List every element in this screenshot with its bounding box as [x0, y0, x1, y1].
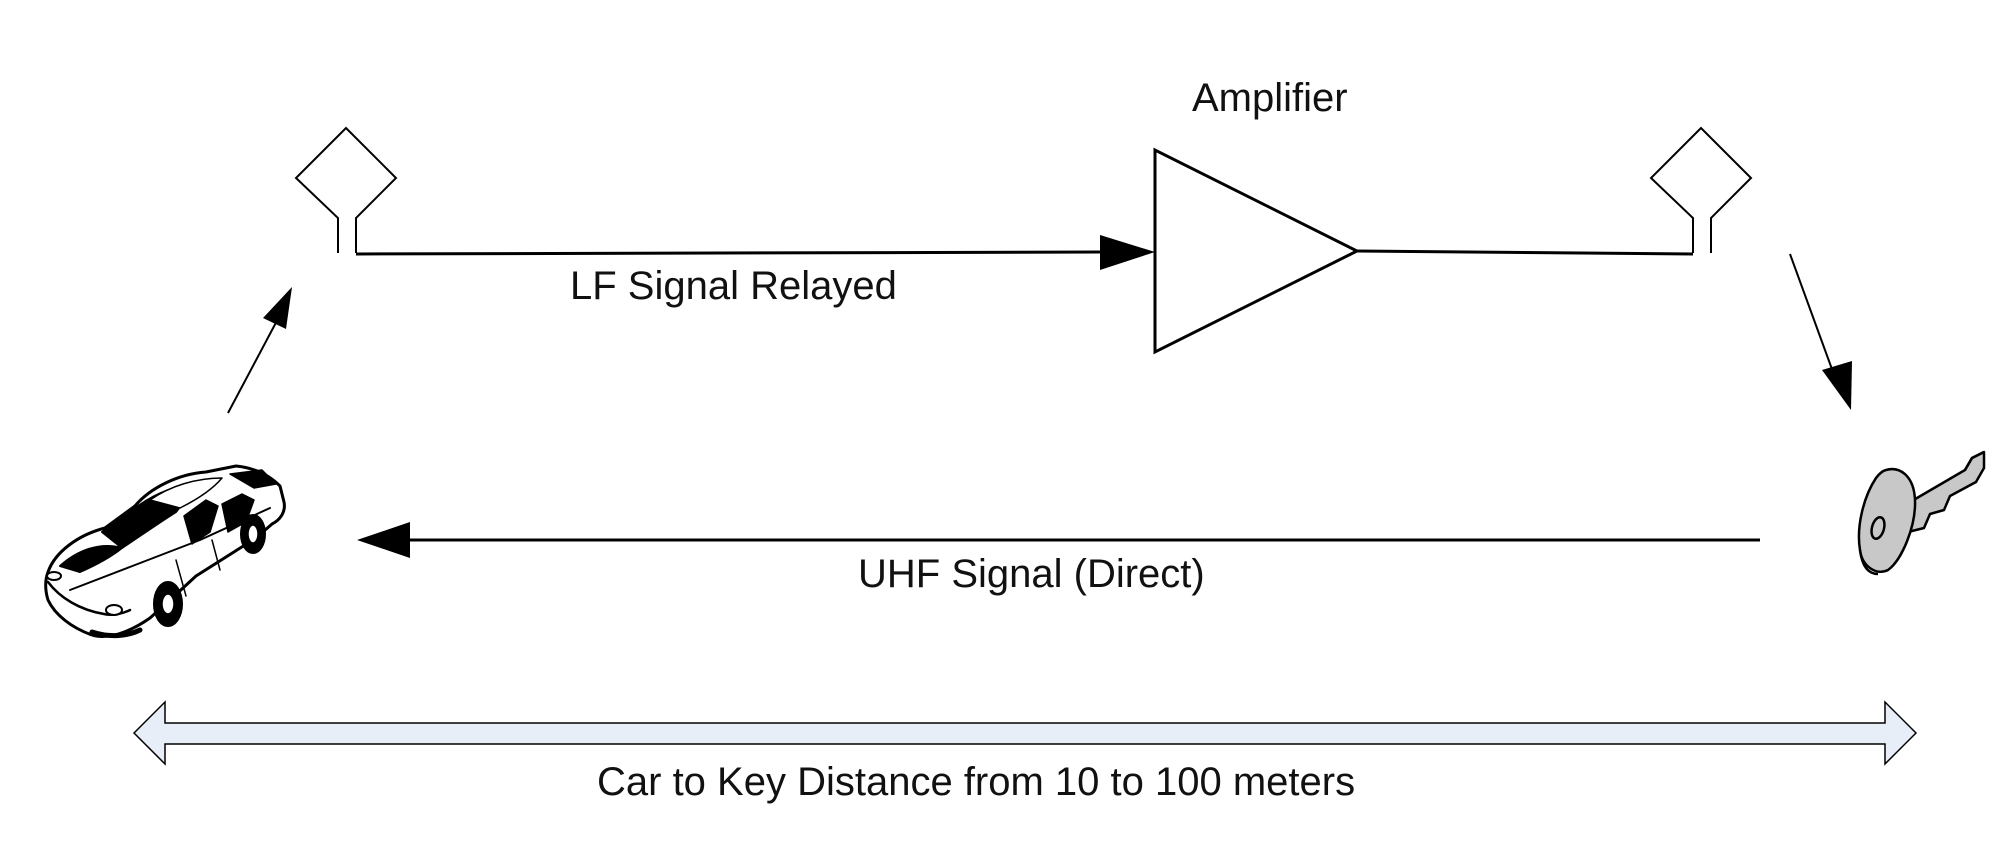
car-to-antenna-arrow: [227, 287, 292, 414]
lf-arrowhead: [1100, 235, 1155, 270]
distance-double-arrow: [132, 700, 1918, 766]
distance-label: Car to Key Distance from 10 to 100 meter…: [597, 760, 1356, 804]
uhf-direct-line: [357, 522, 1760, 558]
amplifier-symbol: [1153, 147, 1361, 355]
uhf-arrowhead: [357, 522, 410, 558]
left-antenna-icon: [294, 126, 398, 253]
lf-signal-label: LF Signal Relayed: [570, 264, 897, 308]
uhf-signal-label: UHF Signal (Direct): [858, 552, 1205, 596]
antenna-to-key-arrow: [1789, 253, 1852, 410]
amplifier-label: Amplifier: [1192, 76, 1348, 120]
right-antenna-icon: [1649, 126, 1753, 253]
amplifier-output-line: [1356, 249, 1694, 256]
lf-relay-line: [355, 235, 1155, 270]
key-icon: [1857, 450, 1986, 576]
car-icon: [44, 464, 286, 639]
